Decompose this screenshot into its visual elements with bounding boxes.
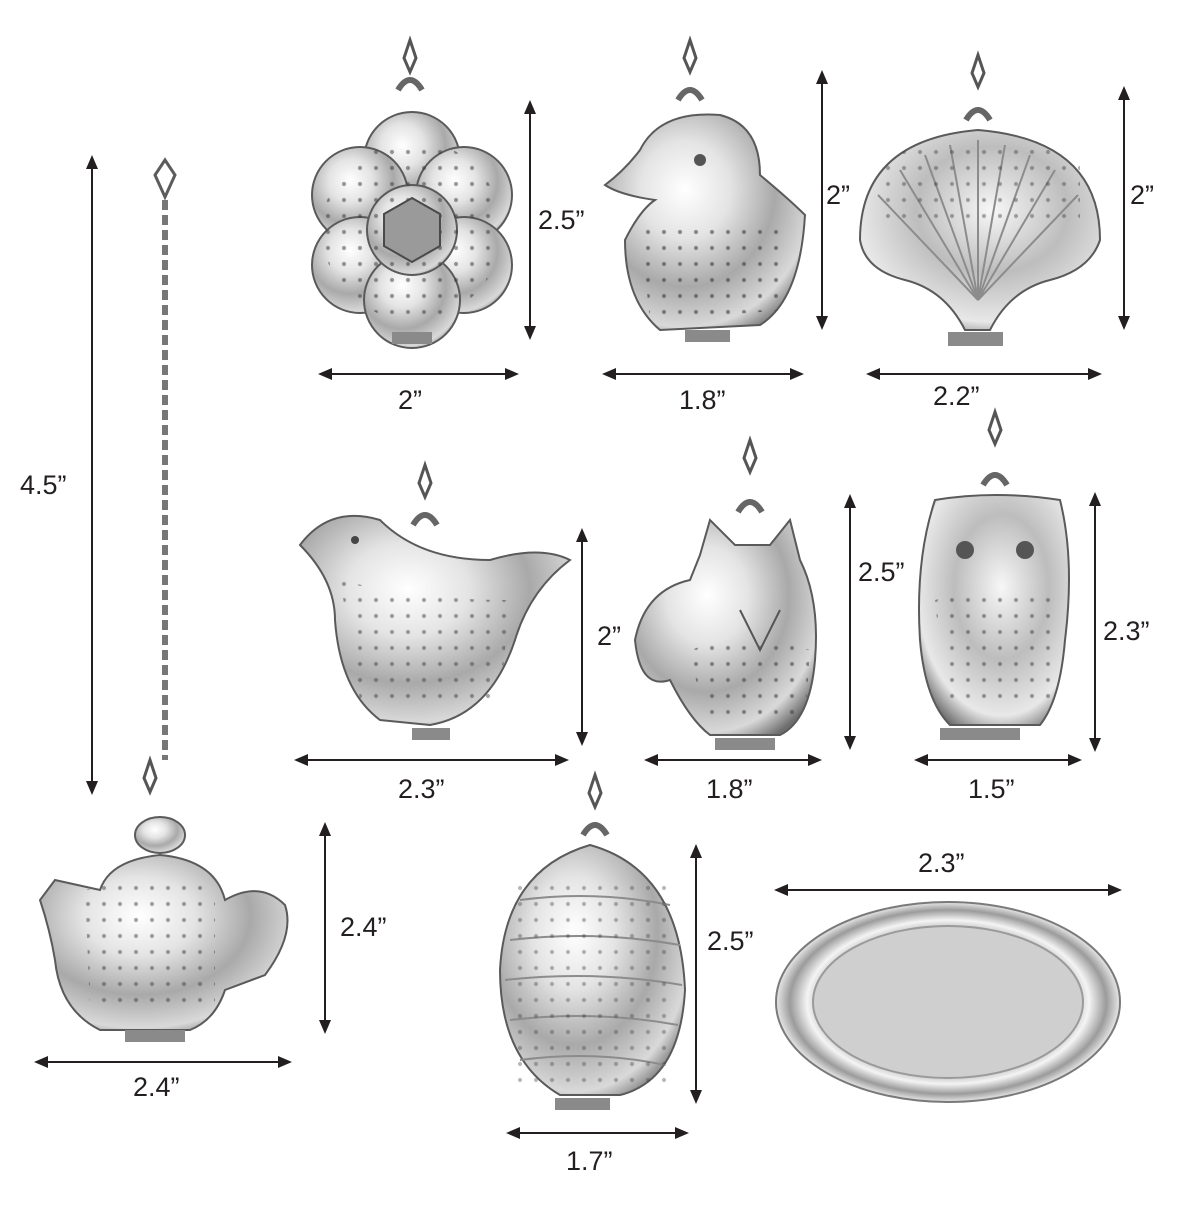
shell-infuser xyxy=(858,50,1102,346)
drip-tray xyxy=(775,901,1121,1103)
fox-infuser xyxy=(633,435,817,750)
chain-length-line xyxy=(86,155,98,795)
owl-width-line xyxy=(914,754,1082,766)
shell-width-line xyxy=(866,368,1102,380)
duck-height-label: 2” xyxy=(826,180,851,210)
teapot-infuser xyxy=(38,755,289,1042)
leaf-width-line xyxy=(506,1127,689,1139)
shell-width-label: 2.2” xyxy=(933,381,980,411)
owl-infuser xyxy=(918,407,1070,740)
leaf-height-line xyxy=(690,844,702,1104)
duck-height-line xyxy=(816,70,828,330)
shell-height-label: 2” xyxy=(1130,180,1155,210)
owl-width-label: 1.5” xyxy=(968,774,1015,804)
chain-length-label: 4.5” xyxy=(20,470,67,500)
bird-height-line xyxy=(576,528,588,746)
leaf-height-label: 2.5” xyxy=(707,926,754,956)
bird-height-label: 2” xyxy=(597,621,622,651)
bird-width-label: 2.3” xyxy=(398,774,445,804)
fox-width-label: 1.8” xyxy=(706,774,753,804)
flower-height-line xyxy=(524,100,536,340)
tray-width-label: 2.3” xyxy=(918,848,965,878)
teapot-width-label: 2.4” xyxy=(133,1072,180,1102)
duck-infuser xyxy=(603,35,807,342)
owl-height-label: 2.3” xyxy=(1103,616,1150,646)
chain xyxy=(153,157,177,760)
fox-height-line xyxy=(844,494,856,750)
teapot-height-line xyxy=(319,822,331,1034)
leaf-width-label: 1.7” xyxy=(566,1146,613,1176)
teapot-width-line xyxy=(34,1056,292,1068)
fox-height-label: 2.5” xyxy=(858,557,905,587)
bird-width-line xyxy=(294,754,569,766)
fox-width-line xyxy=(644,754,822,766)
shell-height-line xyxy=(1118,86,1130,330)
flower-width-line xyxy=(318,368,519,380)
flower-height-label: 2.5” xyxy=(538,205,585,235)
leaf-infuser xyxy=(498,770,687,1110)
owl-height-line xyxy=(1089,492,1101,752)
flower-infuser xyxy=(311,35,513,349)
dimension-lines xyxy=(34,70,1130,1139)
duck-width-line xyxy=(602,368,804,380)
duck-width-label: 1.8” xyxy=(679,385,726,415)
tray-width-line xyxy=(774,884,1122,896)
flower-width-label: 2” xyxy=(398,385,423,415)
teapot-height-label: 2.4” xyxy=(340,912,387,942)
bird-infuser xyxy=(298,460,572,740)
